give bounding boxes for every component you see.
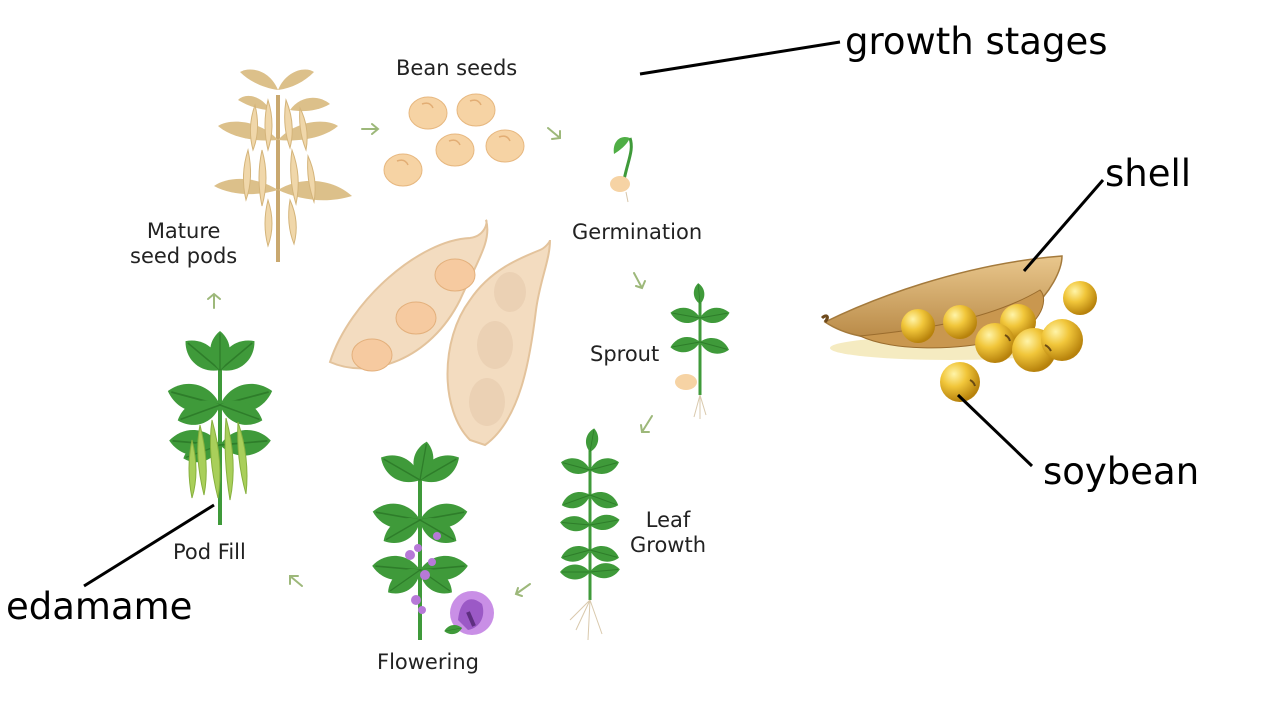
arrow-icon <box>361 123 380 135</box>
callout-growth-stages: growth stages <box>845 20 1108 63</box>
cycle-arrows <box>207 123 653 597</box>
stage-label-leaf-growth-line1: Leaf <box>645 508 691 532</box>
stage-label-mature-line2: seed pods <box>130 244 238 268</box>
stage-label-bean-seeds: Bean seeds <box>396 56 518 80</box>
stage-label-leaf-growth-line2: Growth <box>630 533 707 557</box>
pod-fill-illustration <box>163 330 277 525</box>
sprout-illustration <box>668 282 732 419</box>
shell-leader-line <box>1022 179 1105 272</box>
arrow-icon <box>633 272 646 290</box>
stage-label-sprout: Sprout <box>590 342 660 366</box>
stage-label-flowering: Flowering <box>377 650 479 674</box>
stage-label-germination: Germination <box>572 220 703 244</box>
arrow-icon <box>514 583 531 597</box>
flowering-illustration <box>369 439 494 640</box>
arrow-icon <box>289 575 303 587</box>
edamame-leader-line <box>83 503 215 588</box>
soybean-leader-line <box>956 393 1034 468</box>
arrow-icon <box>640 415 653 433</box>
stage-label-pod-fill: Pod Fill <box>173 540 246 564</box>
center-open-pods <box>328 219 551 447</box>
bean-seeds-illustration <box>383 93 525 187</box>
leaf-growth-illustration <box>558 426 622 641</box>
germination-illustration <box>610 136 633 203</box>
arrow-icon <box>207 292 221 309</box>
stage-label-mature-line1: Mature <box>146 219 221 243</box>
stage-label-mature-seed-pods: Mature seed pods <box>130 219 237 269</box>
callout-soybean: soybean <box>1043 450 1200 493</box>
stage-label-leaf-growth: Leaf Growth <box>630 508 706 558</box>
callout-lines <box>83 40 1105 588</box>
shell-and-soybeans-illustration <box>820 255 1097 402</box>
callout-shell: shell <box>1105 152 1192 195</box>
callout-edamame: edamame <box>6 585 193 628</box>
arrow-icon <box>547 127 561 140</box>
flower-closeup <box>443 591 494 636</box>
mature-plant-illustration <box>214 69 352 262</box>
growth-stages-leader-line <box>639 40 841 76</box>
